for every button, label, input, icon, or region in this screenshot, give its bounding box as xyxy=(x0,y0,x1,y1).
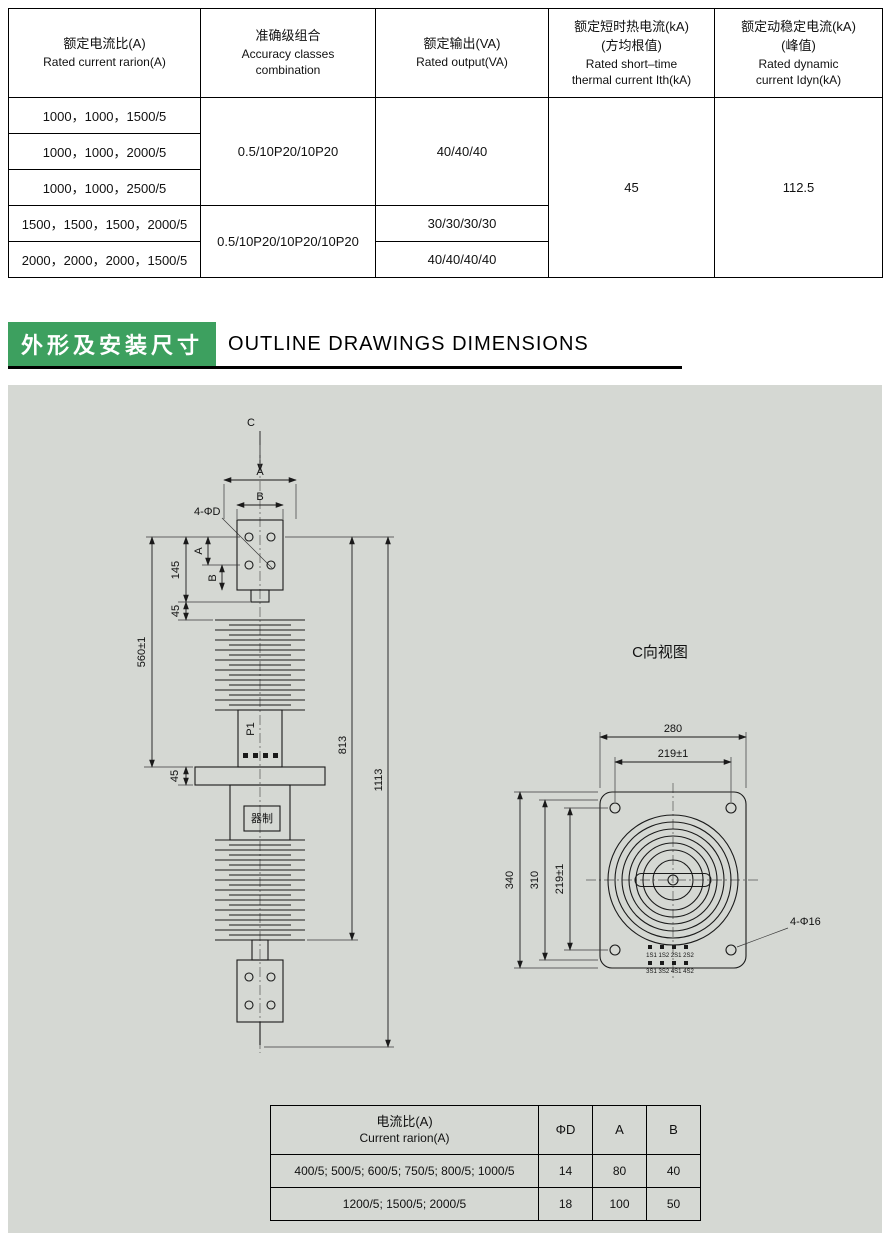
ratio-cell: 1500，1500，1500，2000/5 xyxy=(8,205,201,242)
header-en: Rated dynamic xyxy=(758,56,839,71)
header-en: current Idyn(kA) xyxy=(755,72,842,87)
dim-label-280: 280 xyxy=(664,723,682,735)
col-header-accuracy-classes: 准确级组合 Accuracy classes combination xyxy=(200,8,376,98)
header-en: Current rarion(A) xyxy=(359,1131,450,1146)
dim-label-813: 813 xyxy=(337,736,349,754)
header-zh: 额定输出(VA) xyxy=(423,36,501,52)
a-cell: 80 xyxy=(592,1154,647,1188)
dims-header-phi-d: ΦD xyxy=(538,1105,593,1155)
dim-label-310: 310 xyxy=(529,871,541,889)
dim-label-219-left: 219±1 xyxy=(554,864,566,895)
side-view-drawing: C A B 4-ΦD xyxy=(136,417,394,1053)
dim-label-a-side: A xyxy=(193,547,205,555)
ratio-cell: 1000，1000，2500/5 xyxy=(8,169,201,206)
terminal-labels-row1: 1S1 1S2 2S1 2S2 xyxy=(646,953,694,959)
b-cell: 40 xyxy=(646,1154,701,1188)
thermal-cell: 45 xyxy=(548,97,715,278)
terminal-labels-row2: 3S1 3S2 4S1 4S2 xyxy=(646,969,694,975)
header-en: Rated short–time xyxy=(585,56,678,71)
col-header-rated-output: 额定输出(VA) Rated output(VA) xyxy=(375,8,549,98)
b-cell: 50 xyxy=(646,1187,701,1221)
header-zh: 额定短时热电流(kA) xyxy=(574,18,689,34)
header-zh: 额定动稳定电流(kA) xyxy=(741,18,856,34)
dims-table-row: 1200/5; 1500/5; 2000/5 18 100 50 xyxy=(270,1187,701,1221)
flange-plate-outline xyxy=(599,791,747,969)
center-slot xyxy=(634,872,712,888)
mounting-hole xyxy=(609,944,621,956)
dim-label-560: 560±1 xyxy=(136,637,148,668)
section-header: 外形及安装尺寸 OUTLINE DRAWINGS DIMENSIONS xyxy=(8,322,682,369)
dim-label-a: A xyxy=(256,466,264,478)
header-en: Accuracy classes xyxy=(241,47,335,62)
dim-label-219-top: 219±1 xyxy=(658,748,689,760)
p1-terminal-label: P1 xyxy=(245,722,257,735)
header-en: thermal current Ith(kA) xyxy=(571,72,692,87)
ratio-cell: 400/5; 500/5; 600/5; 750/5; 800/5; 1000/… xyxy=(270,1154,539,1188)
c-view-title: C向视图 xyxy=(632,644,688,661)
a-cell: 100 xyxy=(592,1187,647,1221)
section-title-zh: 外形及安装尺寸 xyxy=(8,322,217,366)
dim-label-1113: 1113 xyxy=(373,769,385,792)
output-cell: 40/40/40 xyxy=(375,97,549,206)
ratio-cell: 1000，1000，1500/5 xyxy=(8,97,201,134)
phi-d-cell: 18 xyxy=(538,1187,593,1221)
accuracy-cell: 0.5/10P20/10P20/10P20 xyxy=(200,205,376,278)
outline-drawing-area: C A B 4-ΦD xyxy=(8,385,882,1233)
header-zh: 准确级组合 xyxy=(255,28,321,44)
dim-label-4-phi-d: 4-ΦD xyxy=(194,506,221,518)
header-zh2: (峰值) xyxy=(781,37,816,53)
spec-table: 额定电流比(A) Rated current rarion(A) 准确级组合 A… xyxy=(8,8,883,278)
accuracy-cell: 0.5/10P20/10P20 xyxy=(200,97,376,206)
header-zh: 额定电流比(A) xyxy=(63,36,146,52)
output-cell: 40/40/40/40 xyxy=(375,241,549,278)
dims-header-b: B xyxy=(646,1105,701,1155)
dim-label-45-top: 45 xyxy=(170,605,182,617)
phi-d-cell: 14 xyxy=(538,1154,593,1188)
dim-label-45-flange: 45 xyxy=(169,770,181,782)
dimensions-table: 电流比(A) Current rarion(A) ΦD A B 400/5; 5… xyxy=(270,1105,701,1221)
ratio-cell: 1200/5; 1500/5; 2000/5 xyxy=(270,1187,539,1221)
mounting-hole xyxy=(725,944,737,956)
header-zh: 电流比(A) xyxy=(376,1114,433,1130)
mounting-hole xyxy=(725,802,737,814)
c-view-drawing: C向视图 280 xyxy=(504,644,821,980)
dim-label-145: 145 xyxy=(170,561,182,579)
dims-header-a: A xyxy=(592,1105,647,1155)
dims-header-ratio: 电流比(A) Current rarion(A) xyxy=(270,1105,539,1155)
dynamic-cell: 112.5 xyxy=(714,97,883,278)
section-title-en: OUTLINE DRAWINGS DIMENSIONS xyxy=(228,332,589,355)
dims-table-row: 400/5; 500/5; 600/5; 750/5; 800/5; 1000/… xyxy=(270,1154,701,1188)
view-direction-label: C xyxy=(247,417,255,429)
dim-label-b: B xyxy=(256,491,263,503)
output-cell: 30/30/30/30 xyxy=(375,205,549,242)
header-en: Rated current rarion(A) xyxy=(43,55,166,70)
dim-label-4-phi-16: 4-Φ16 xyxy=(790,916,821,928)
mounting-hole xyxy=(609,802,621,814)
header-en: Rated output(VA) xyxy=(416,55,508,70)
dim-label-340: 340 xyxy=(504,871,516,889)
col-header-short-time-thermal-current: 额定短时热电流(kA) (方均根值) Rated short–time ther… xyxy=(548,8,715,98)
top-neck xyxy=(250,589,270,603)
outline-drawing: C A B 4-ΦD xyxy=(136,417,821,1053)
col-header-dynamic-current: 额定动稳定电流(kA) (峰值) Rated dynamic current I… xyxy=(714,8,883,98)
nameplate-text: 器制 xyxy=(251,812,273,825)
ratio-cell: 1000，1000，2000/5 xyxy=(8,133,201,170)
ratio-cell: 2000，2000，2000，1500/5 xyxy=(8,241,201,278)
nameplate xyxy=(243,805,281,832)
dim-label-b-side: B xyxy=(207,574,219,581)
header-zh2: (方均根值) xyxy=(601,37,662,53)
lower-insulator xyxy=(214,839,306,941)
header-en: combination xyxy=(255,63,321,78)
col-header-rated-current-ratio: 额定电流比(A) Rated current rarion(A) xyxy=(8,8,201,98)
